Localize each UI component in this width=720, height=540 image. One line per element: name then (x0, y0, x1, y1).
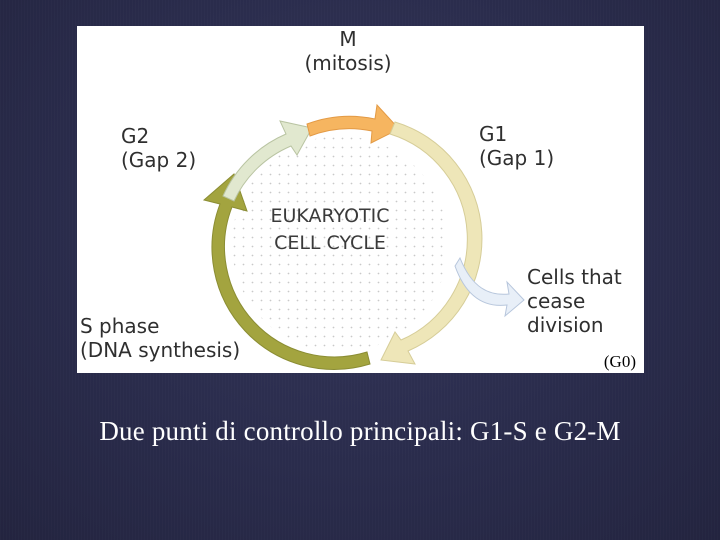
g2-phase-label: G2 (Gap 2) (121, 124, 197, 172)
center-title: EUKARYOTIC CELL CYCLE (270, 205, 390, 254)
g1-phase-label: G1 (Gap 1) (479, 122, 555, 170)
s-phase-label: S phase (DNA synthesis) (80, 314, 241, 362)
m-phase-label: M (mitosis) (304, 27, 392, 75)
center-dotted-disc (232, 136, 448, 352)
g2-phase-arrow (222, 120, 313, 202)
g0-exit-arrow (454, 256, 525, 318)
g1-phase-arrow (380, 121, 483, 365)
slide-caption: Due punti di controllo principali: G1-S … (99, 416, 621, 446)
exit-label: Cells that cease division (527, 265, 622, 337)
m-phase-arrow (306, 103, 400, 144)
cell-cycle-diagram (202, 103, 525, 370)
s-phase-arrow (202, 173, 371, 370)
g0-label: (G0) (603, 352, 636, 371)
cell-cycle-figure: M (mitosis) G2 (Gap 2) G1 (Gap 1) S phas… (77, 26, 644, 373)
